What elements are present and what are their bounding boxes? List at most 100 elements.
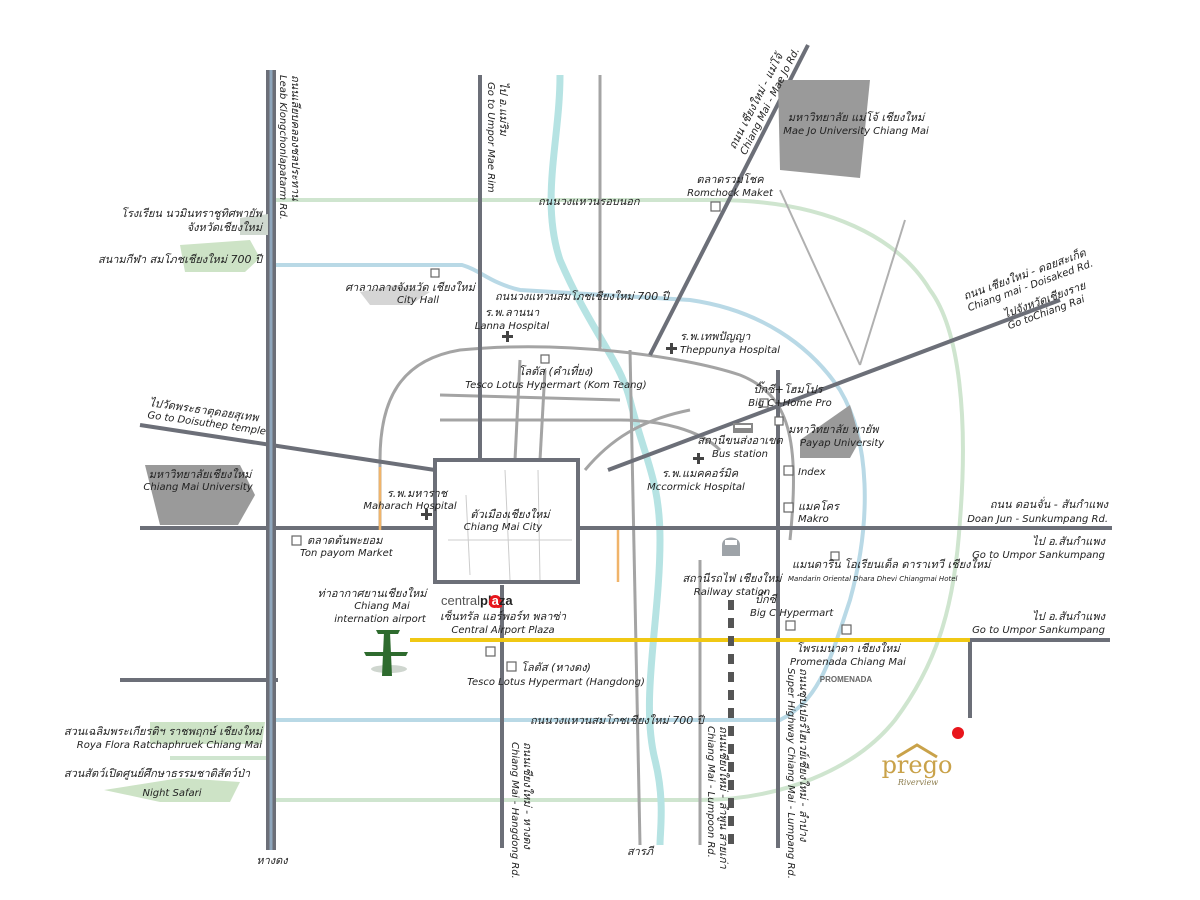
maejo-university-area — [778, 80, 870, 178]
school-area — [240, 214, 268, 235]
tesco-hd-th: โลตัส (หางดง) — [521, 661, 591, 674]
city-hall-marker[interactable] — [430, 268, 440, 278]
lumpoon-label: ถนนเชียงใหม่ - ลำพูน สายเก่า Chiang Mai … — [705, 726, 730, 870]
outer-ring-roads — [170, 198, 965, 802]
prego-name: prego — [882, 751, 953, 779]
prego-sub: Riverview — [897, 778, 938, 787]
city-en: Chiang Mai City — [464, 522, 543, 533]
airport-th: ท่าอากาศยานเชียงใหม่ — [317, 587, 428, 600]
svg-text:ถนนเลียบคลองชลประทาน: ถนนเลียบคลองชลประทาน — [289, 75, 302, 201]
lanna-en: Lanna Hospital — [475, 321, 550, 332]
old-city — [433, 458, 580, 584]
romchock-marker[interactable] — [710, 201, 721, 212]
promenada-logo: PROMENADA — [820, 675, 873, 684]
tesco-hangdong-marker-2[interactable] — [506, 661, 517, 672]
doanjun-en: Doan Jun - Sunkumpang Rd. — [967, 514, 1108, 525]
city-hall-area — [360, 285, 430, 305]
romchock-en: Romchock Maket — [687, 188, 774, 199]
tonpayom-th: ตลาดต้นพะยอม — [307, 534, 383, 547]
city-th: ตัวเมืองเชียงใหม่ — [470, 508, 551, 521]
cmu-en: Chiang Mai University — [143, 482, 253, 493]
maejo-univ-th: มหาวิทยาลัย แม่โจ้ เชียงใหม่ — [788, 111, 927, 124]
stadium-area — [180, 240, 260, 272]
promenada-en: Promenada Chiang Mai — [790, 657, 906, 668]
stadium-label: สนามกีฬา สมโภชเชียงใหม่ 700 ปี — [98, 253, 264, 266]
svg-text:Leab Klongchonlapatarm Rd.: Leab Klongchonlapatarm Rd. — [277, 75, 288, 220]
railway-th: สถานีรถไฟ เชียงใหม่ — [682, 572, 783, 585]
payap-th: มหาวิทยาลัย พายัพ — [788, 423, 880, 436]
outer-ring-label: ถนนวงแหวนรอบนอก — [538, 195, 641, 208]
bigc-home-th: บิ๊กซี+โฮมโปร — [754, 381, 825, 396]
cityhall-en: City Hall — [397, 295, 439, 306]
train-icon — [722, 537, 740, 556]
royalflora-en: Roya Flora Ratchaphruek Chiang Mai — [77, 740, 262, 751]
doisuthep-label: ไปวัดพระธาตุดอยสุเทพ Go to Doisuthep tem… — [147, 396, 267, 437]
bus-en: Bus station — [712, 449, 768, 460]
svg-text:Go to Umpor Mae Rim: Go to Umpor Mae Rim — [485, 82, 496, 193]
maejo-univ-en: Mae Jo University Chiang Mai — [783, 126, 929, 137]
cmu-area — [145, 465, 255, 525]
svg-text:Super Highway Chiang Mai - Lum: Super Highway Chiang Mai - Lumpang Rd. — [785, 668, 796, 879]
sankumpang2-th: ไป อ.สันกำแพง — [1032, 610, 1107, 623]
svg-text:ไป อ.แม่ริม: ไป อ.แม่ริม — [497, 82, 510, 136]
bigc-home-marker[interactable] — [759, 398, 769, 408]
payap-marker[interactable] — [774, 416, 784, 426]
sankumpang2-en: Go to Umpor Sankumpang — [972, 625, 1105, 636]
nightsafari-en: Night Safari — [142, 788, 201, 799]
cityhall-th: ศาลากลางจังหวัด เชียงใหม่ — [345, 281, 477, 294]
hangdong-road-label: ถนนเลียบคลองชลประทาน Leab Klongchonlapat… — [277, 75, 302, 220]
svg-text:ถนนเชียงใหม่ - หางดง: ถนนเชียงใหม่ - หางดง — [521, 742, 534, 851]
airport-en2: internation airport — [334, 614, 427, 625]
mccormick-th: ร.พ.แมคคอร์มิค — [662, 467, 739, 480]
promenada-marker[interactable] — [841, 624, 852, 635]
ring700-north-label: ถนนวงแหวนสมโภชเชียงใหม่ 700 ปี — [495, 290, 671, 303]
school-th: โรงเรียน นวมินทราชูทิศพายัพ — [121, 207, 264, 220]
svg-text:Chiang Mai - Hangdong Rd.: Chiang Mai - Hangdong Rd. — [509, 742, 520, 879]
theppunya-en: Theppunya Hospital — [680, 345, 780, 356]
maerim-label: ไป อ.แม่ริม Go to Umpor Mae Rim — [485, 82, 510, 193]
svg-text:ถนนซุปเปอร์ไฮเวย์เชียงใหม่ - ล: ถนนซุปเปอร์ไฮเวย์เชียงใหม่ - ลำปาง — [797, 668, 810, 843]
central-logo[interactable]: centralplaza — [441, 590, 513, 611]
prego-logo[interactable]: prego Riverview — [882, 743, 953, 787]
maharach-th: ร.พ.มหาราช — [387, 487, 449, 500]
tesco-komteang-marker[interactable] — [540, 354, 550, 364]
lanna-th: ร.พ.ลานนา — [485, 306, 540, 319]
main-roads — [120, 44, 1112, 848]
sankumpang1-th: ไป อ.สันกำแพง — [1032, 535, 1107, 548]
prego-location-marker[interactable] — [952, 727, 964, 739]
mandarin-en: Mandarin Oriental Dhara Dhevi Chiangmai … — [788, 575, 958, 583]
bigc-marker[interactable] — [785, 620, 796, 631]
sankumpang1-en: Go to Umpor Sankumpang — [972, 550, 1105, 561]
promenada-th: โพรเมนาดา เชียงใหม่ — [796, 642, 902, 655]
index-marker[interactable] — [783, 465, 794, 476]
makro-marker[interactable] — [783, 502, 794, 513]
doanjun-th: ถนน ดอนจั่น - สันกำแพง — [990, 496, 1110, 511]
ping-river — [547, 74, 665, 846]
tonpayom-marker[interactable] — [291, 535, 302, 546]
nightsafari-th: สวนสัตว์เปิดศูนย์ศึกษาธรรมชาติสัตว์ป่า — [64, 767, 251, 780]
payap-en: Payap University — [800, 438, 885, 449]
maharach-en: Maharach Hospital — [363, 501, 456, 512]
cmu-th: มหาวิทยาลัยเชียงใหม่ — [149, 468, 254, 481]
hangdong-rd-label: ถนนเชียงใหม่ - หางดง Chiang Mai - Hangdo… — [509, 742, 534, 879]
ring700-south-label: ถนนวงแหวนสมโภชเชียงใหม่ 700 ปี — [530, 714, 706, 727]
tesco-kt-th: โลตัส (คำเที่ยง) — [519, 363, 594, 378]
hospital-icons — [421, 331, 704, 520]
svg-text:ถนนเชียงใหม่ - ลำพูน สายเก่า: ถนนเชียงใหม่ - ลำพูน สายเก่า — [717, 726, 730, 870]
central-en: Central Airport Plaza — [451, 625, 554, 636]
mandarin-marker[interactable] — [830, 551, 840, 561]
makro-th: แมคโคร — [798, 500, 841, 513]
mccormick-en: Mccormick Hospital — [647, 482, 745, 493]
railway-en: Railway station — [694, 587, 770, 598]
romchock-th: ตลาดรวมโชค — [696, 173, 764, 186]
night-safari-area — [104, 778, 240, 802]
index-label: Index — [798, 467, 826, 478]
bigc-home-en: Big C+Home Pro — [748, 398, 832, 409]
mandarin-th: แมนดาริน โอเรียนเต็ล ดาราเทวี เชียงใหม่ — [792, 557, 992, 571]
central-th: เซ็นทรัล แอร์พอร์ท พลาซ่า — [440, 609, 567, 623]
tesco-hangdong-marker[interactable] — [485, 646, 496, 657]
royalflora-th: สวนเฉลิมพระเกียรติฯ ราชพฤกษ์ เชียงใหม่ — [64, 725, 264, 738]
theppunya-th: ร.พ.เทพปัญญา — [680, 330, 751, 343]
bigc-en: Big C Hypermart — [750, 608, 834, 619]
